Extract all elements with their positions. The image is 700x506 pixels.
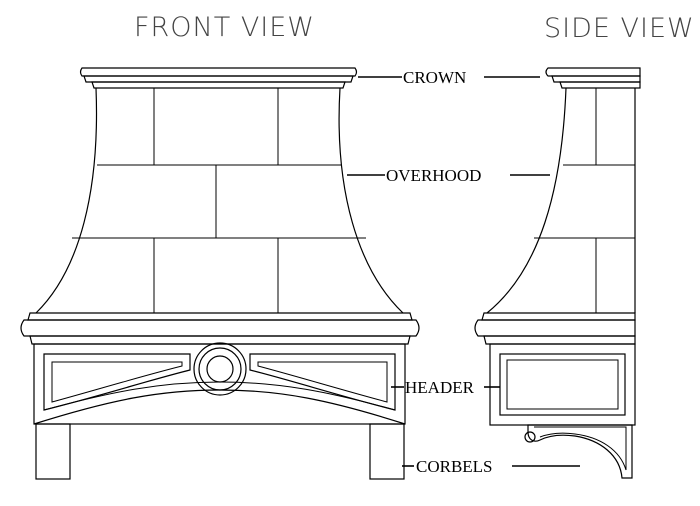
side-corbel-bracket <box>524 424 633 479</box>
side-overhood <box>486 87 636 314</box>
front-overhood <box>35 87 404 314</box>
callout-corbels: CORBELS <box>402 457 580 476</box>
callout-crown: CROWN <box>358 68 540 87</box>
side-view-title: SIDE VIEW <box>544 13 695 44</box>
side-base-molding <box>474 312 636 345</box>
side-view <box>474 67 641 479</box>
callout-overhood: OVERHOOD <box>347 166 550 185</box>
side-crown <box>545 67 641 89</box>
front-view <box>20 67 420 480</box>
front-header <box>33 342 406 425</box>
front-corbels <box>35 423 405 480</box>
header-label: HEADER <box>405 378 475 397</box>
side-header <box>489 343 636 426</box>
front-base-molding <box>20 312 420 345</box>
front-crown <box>79 67 358 89</box>
corbels-label: CORBELS <box>416 457 493 476</box>
overhood-label: OVERHOOD <box>386 166 481 185</box>
crown-label: CROWN <box>403 68 466 87</box>
front-view-title: FRONT VIEW <box>134 12 315 43</box>
callout-header: HEADER <box>391 378 500 397</box>
